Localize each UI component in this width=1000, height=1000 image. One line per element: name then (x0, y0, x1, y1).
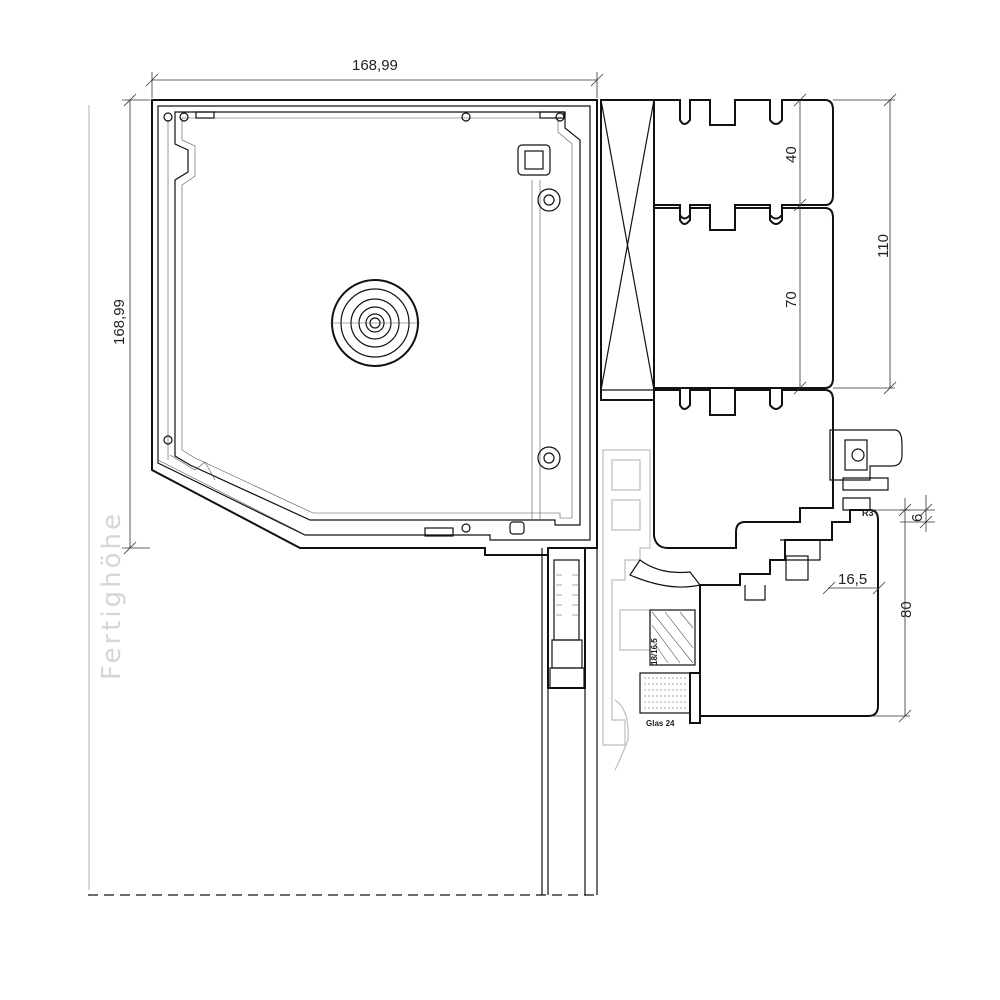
fertighoehe-label: Fertighöhe (97, 511, 127, 680)
glass-thickness-label: 18/16.5 (650, 638, 659, 665)
winding-shaft (330, 279, 420, 367)
dim-box-width: 168,99 (145, 57, 604, 98)
insulation-block (600, 99, 655, 401)
lower-wall (88, 548, 598, 896)
dim-16-5: 16,5 (822, 571, 886, 595)
window-frame (699, 429, 903, 717)
dim-frame-height: 80 (870, 498, 915, 723)
box-height-value: 168,99 (111, 299, 128, 345)
shutter-box (151, 99, 598, 556)
width-16-5-value: 16,5 (838, 571, 867, 588)
dim-timber-heights: 40 70 110 (783, 93, 897, 395)
dim-box-height: 168,99 (111, 93, 150, 555)
timber-sections (653, 99, 834, 549)
shutter-guide (547, 547, 586, 689)
box-width-value: 168,99 (352, 57, 398, 74)
height-40-value: 40 (783, 146, 800, 163)
radius-label: R3 (862, 508, 874, 518)
dim-6-value: 6 (909, 514, 926, 522)
height-110-value: 110 (875, 234, 892, 258)
height-80-value: 80 (898, 601, 915, 618)
sash-profile (602, 449, 702, 771)
height-70-value: 70 (783, 291, 800, 308)
dim-6: 6 (900, 495, 935, 532)
glass-label: Glas 24 (646, 719, 675, 728)
